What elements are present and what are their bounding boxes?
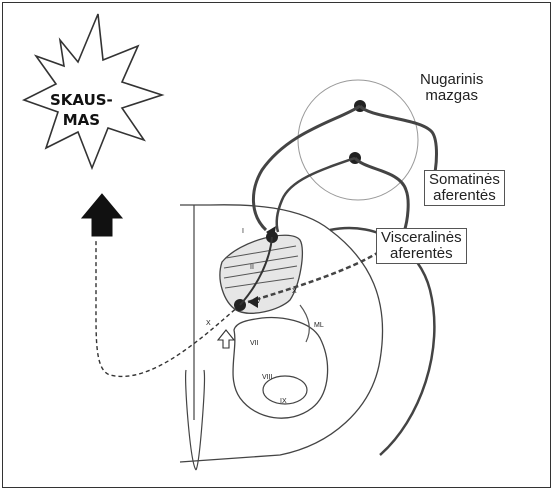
somatic-label-line2: aferentės [429,188,500,204]
lamina-x-label: X [292,288,297,296]
ganglion-label-line2: mazgas [420,88,483,104]
ganglion-label: Nugarinis mazgas [420,72,483,104]
ml-tract-label: ML [314,322,324,330]
pain-label: SKAUS- MAS [50,90,113,131]
lamina-v-label: V [256,298,261,306]
pain-label-line1: SKAUS- [50,90,113,110]
lamina-vii-label: VII [250,340,259,348]
lamina-viii-label: VIII [262,374,273,382]
visceral-label-line1: Visceralinės [381,230,462,246]
visceral-afferents-label: Visceralinės aferentės [376,228,467,264]
small-up-arrow-icon [218,330,234,348]
pain-label-line2: MAS [50,110,113,130]
ganglion-label-line1: Nugarinis [420,72,483,88]
lamina-ix-label: IX [280,398,287,406]
visceral-label-line2: aferentės [381,246,462,262]
lamina-x-medial-label: X [206,320,211,328]
somatic-label-line1: Somatinės [429,172,500,188]
lamina-i-label: I [242,228,244,236]
somatic-afferents-label: Somatinės aferentės [424,170,505,206]
lamina-ii-label: II [250,264,254,272]
somatic-afferent-central [253,106,360,230]
ascending-arrow-icon [82,194,122,236]
ascending-tract-path [96,240,240,376]
